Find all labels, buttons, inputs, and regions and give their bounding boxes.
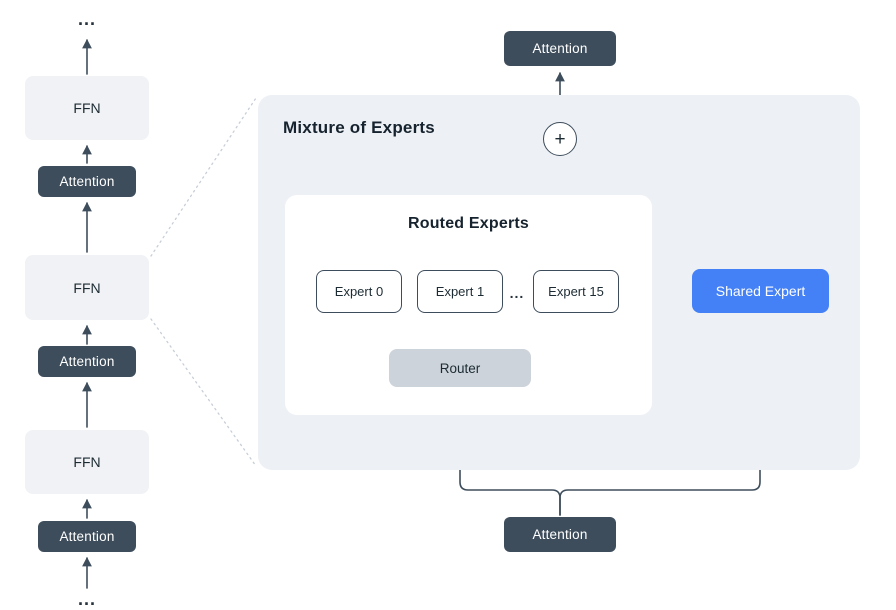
dotted-callout-top: [150, 97, 257, 257]
ffn-box-1: FFN: [25, 76, 149, 140]
routed-experts-title: Routed Experts: [407, 215, 530, 232]
attention-box-3: Attention: [38, 521, 136, 552]
expert-1-box: Expert 1: [417, 270, 503, 313]
ffn-box-2: FFN: [25, 255, 149, 320]
sum-node: +: [543, 122, 577, 156]
router-box: Router: [389, 349, 531, 387]
stack-ellipsis-top: ...: [77, 9, 96, 29]
stack-ellipsis-bottom: ...: [77, 589, 96, 609]
attention-bottom-box: Attention: [504, 517, 616, 552]
attention-box-2: Attention: [38, 346, 136, 377]
dotted-callout-bottom: [150, 318, 257, 467]
moe-panel-title: Mixture of Experts: [283, 118, 435, 137]
attention-top-box: Attention: [504, 31, 616, 66]
expert-15-box: Expert 15: [533, 270, 619, 313]
ffn-box-3: FFN: [25, 430, 149, 494]
shared-expert-box: Shared Expert: [692, 269, 829, 313]
attention-box-1: Attention: [38, 166, 136, 197]
experts-ellipsis: ...: [509, 285, 525, 301]
expert-0-box: Expert 0: [316, 270, 402, 313]
